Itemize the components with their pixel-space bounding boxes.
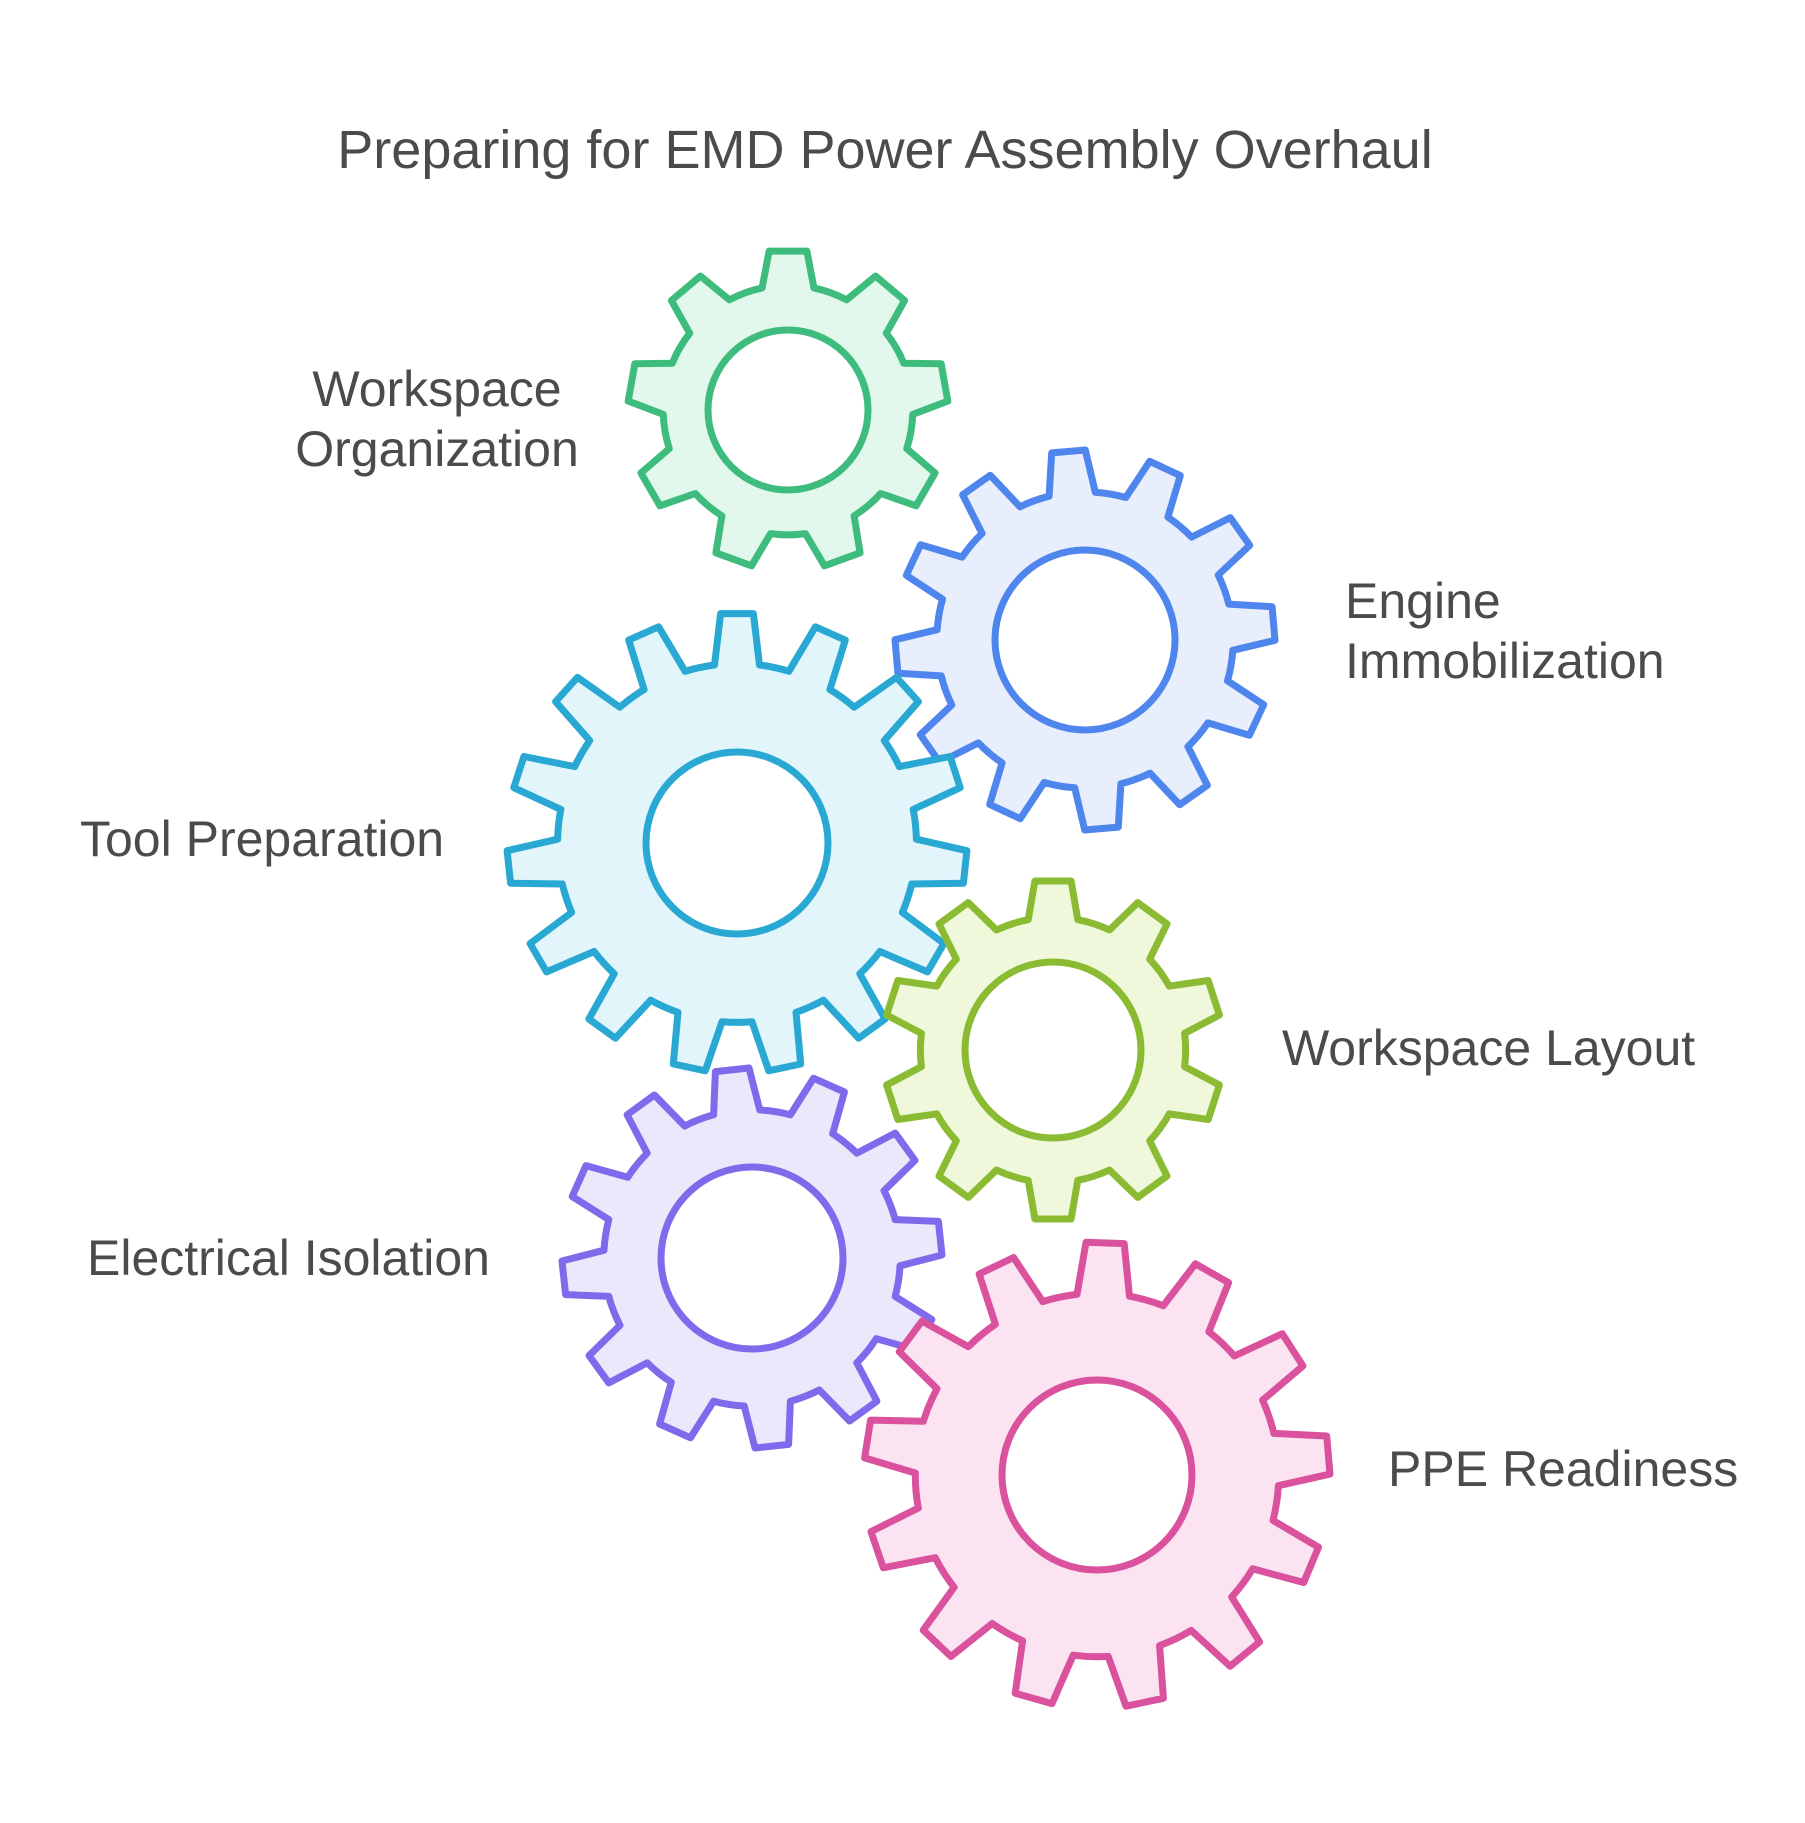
label-electrical-isolation: Electrical Isolation — [87, 1228, 490, 1288]
label-workspace-layout: Workspace Layout — [1282, 1018, 1695, 1078]
gear-electrical-isolation-hole — [657, 1163, 847, 1353]
label-line: Workspace — [312, 361, 562, 417]
gear-ppe-readiness-hole — [998, 1376, 1196, 1574]
gear-workspace-organization-hole — [704, 326, 872, 494]
label-line: Electrical Isolation — [87, 1230, 490, 1286]
label-line: Organization — [295, 421, 579, 477]
label-line: Workspace Layout — [1282, 1020, 1696, 1076]
label-line: Engine — [1345, 573, 1501, 629]
gear-workspace-layout-hole — [961, 958, 1145, 1142]
label-ppe-readiness: PPE Readiness — [1388, 1439, 1738, 1499]
label-line: PPE Readiness — [1388, 1441, 1739, 1497]
label-line: Immobilization — [1345, 633, 1665, 689]
gear-tool-preparation-hole — [642, 748, 832, 938]
gear-engine-immobilization-hole — [991, 546, 1179, 734]
label-line: Tool Preparation — [80, 811, 445, 867]
label-tool-preparation: Tool Preparation — [80, 809, 444, 869]
label-workspace-organization: Workspace Organization — [187, 359, 687, 479]
diagram-title: Preparing for EMD Power Assembly Overhau… — [337, 120, 1433, 180]
label-engine-immobilization: Engine Immobilization — [1345, 571, 1665, 691]
